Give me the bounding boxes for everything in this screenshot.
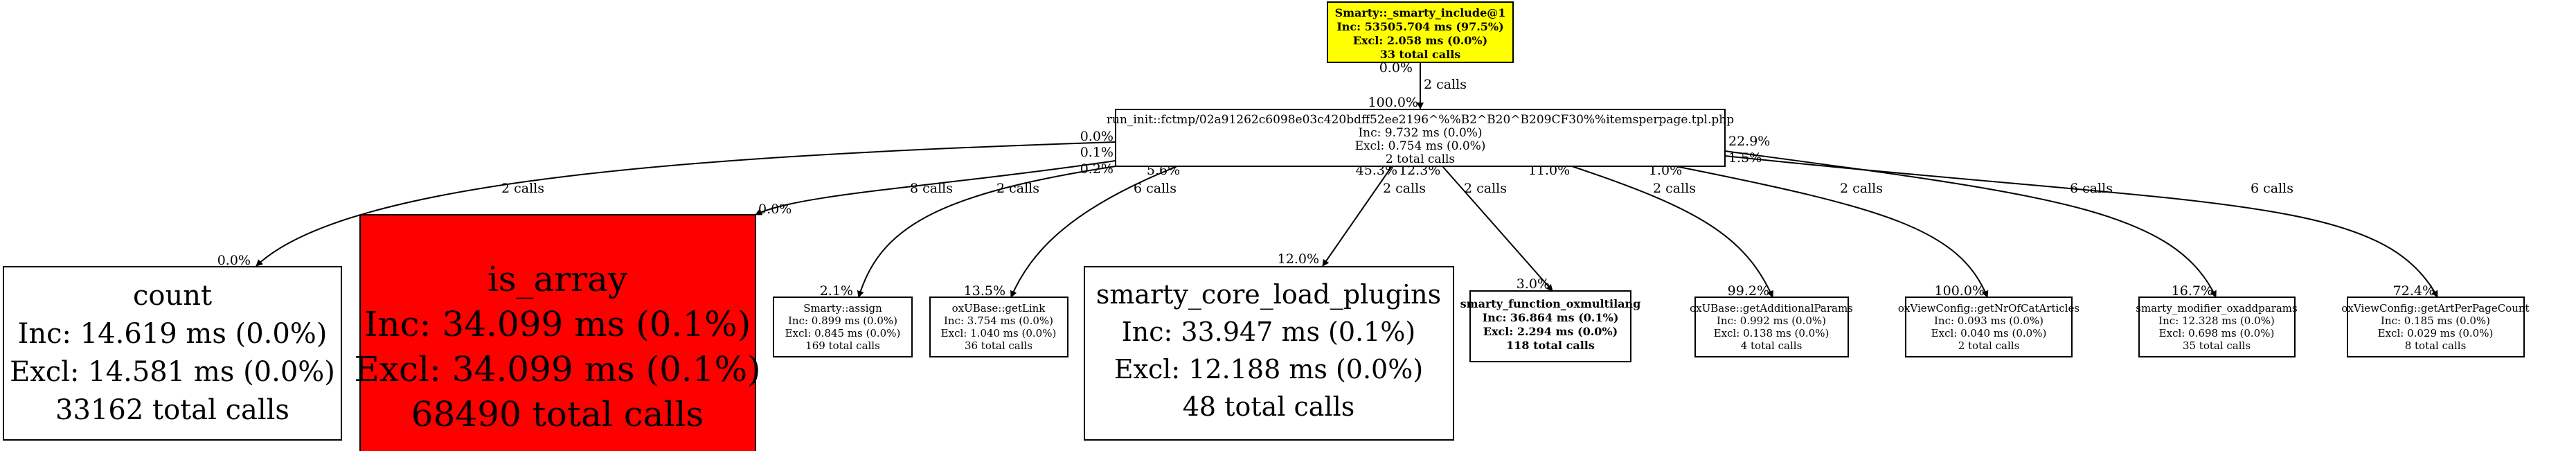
node-get-art-per-page-count[interactable]: oxViewConfig::getArtPerPageCount Inc: 0.… bbox=[2341, 297, 2530, 357]
node-inc: Inc: 34.099 ms (0.1%) bbox=[364, 304, 751, 344]
edge-calls: 2 calls bbox=[1840, 181, 1883, 196]
node-calls: 169 total calls bbox=[805, 339, 880, 352]
edge-src-pct: 1.5% bbox=[1728, 150, 1762, 166]
edge-to-get-art-per-page-count[interactable]: 1.5% 6 calls 72.4% bbox=[1724, 150, 2438, 299]
node-smarty-assign[interactable]: Smarty::assign Inc: 0.899 ms (0.0%) Excl… bbox=[773, 297, 913, 357]
node-calls: 48 total calls bbox=[1183, 391, 1354, 422]
node-excl: Excl: 0.029 ms (0.0%) bbox=[2378, 327, 2494, 339]
node-smarty-function-oxmultilang[interactable]: smarty_function_oxmultilang Inc: 36.864 … bbox=[1460, 290, 1641, 362]
edge-calls: 2 calls bbox=[1653, 181, 1696, 196]
node-name: oxViewConfig::getArtPerPageCount bbox=[2341, 302, 2529, 315]
edge-to-get-additional-params[interactable]: 11.0% 2 calls 99.2% bbox=[1528, 163, 1773, 299]
edge-to-count[interactable]: 0.0% 2 calls 0.0% bbox=[217, 129, 1116, 268]
edge-dst-pct: 99.2% bbox=[1728, 283, 1769, 299]
node-name: count bbox=[133, 280, 212, 312]
node-get-additional-params[interactable]: oxUBase::getAdditionalParams Inc: 0.992 … bbox=[1690, 297, 1853, 357]
edge-calls: 2 calls bbox=[1424, 77, 1467, 92]
edge-src-pct: 0.1% bbox=[1080, 145, 1113, 160]
edge-to-oxaddparams[interactable]: 22.9% 6 calls 16.7% bbox=[1724, 134, 2217, 299]
node-name: oxUBase::getAdditionalParams bbox=[1690, 302, 1853, 315]
node-excl: Excl: 34.099 ms (0.1%) bbox=[354, 349, 760, 389]
node-smarty-modifier-oxaddparams[interactable]: smarty_modifier_oxaddparams Inc: 12.328 … bbox=[2136, 297, 2298, 357]
edge-calls: 2 calls bbox=[1464, 181, 1507, 196]
edge-dst-pct: 3.0% bbox=[1517, 276, 1550, 292]
edge-dst-pct: 72.4% bbox=[2393, 283, 2435, 299]
node-excl: Excl: 0.754 ms (0.0%) bbox=[1355, 139, 1486, 153]
node-name: Smarty::assign bbox=[803, 302, 882, 315]
edge-to-load-plugins[interactable]: 45.3% 2 calls 12.0% bbox=[1278, 163, 1426, 267]
edge-dst-pct: 12.0% bbox=[1278, 251, 1319, 267]
node-excl: Excl: 14.581 ms (0.0%) bbox=[10, 356, 335, 388]
node-excl: Excl: 1.040 ms (0.0%) bbox=[941, 327, 1057, 339]
node-calls: 8 total calls bbox=[2405, 339, 2467, 352]
node-calls: 33162 total calls bbox=[55, 394, 289, 426]
edge-src-pct: 0.0% bbox=[1379, 60, 1413, 76]
node-excl: Excl: 0.698 ms (0.0%) bbox=[2159, 327, 2275, 339]
edge-dst-pct: 13.5% bbox=[964, 283, 1005, 299]
node-excl: Excl: 2.294 ms (0.0%) bbox=[1483, 325, 1618, 338]
node-inc: Inc: 53505.704 ms (97.5%) bbox=[1336, 20, 1503, 33]
node-calls: 2 total calls bbox=[1386, 152, 1455, 166]
node-inc: Inc: 9.732 ms (0.0%) bbox=[1358, 126, 1482, 140]
node-name: smarty_core_load_plugins bbox=[1096, 279, 1441, 310]
edge-to-get-nr-of-cat-articles[interactable]: 1.0% 2 calls 100.0% bbox=[1649, 163, 1989, 299]
edge-calls: 6 calls bbox=[2070, 181, 2113, 196]
node-calls: 118 total calls bbox=[1506, 339, 1595, 352]
node-get-nr-of-cat-articles[interactable]: oxViewConfig::getNrOfCatArticles Inc: 0.… bbox=[1898, 297, 2079, 357]
node-calls: 4 total calls bbox=[1741, 339, 1803, 352]
node-count[interactable]: count Inc: 14.619 ms (0.0%) Excl: 14.581… bbox=[3, 266, 342, 441]
edge-calls: 6 calls bbox=[2251, 181, 2293, 196]
edge-dst-pct: 2.1% bbox=[820, 283, 853, 299]
edge-src-pct: 0.2% bbox=[1080, 161, 1113, 177]
edge-dst-pct: 0.0% bbox=[758, 202, 791, 217]
node-inc: Inc: 0.992 ms (0.0%) bbox=[1717, 315, 1826, 327]
edge-dst-pct: 100.0% bbox=[1935, 283, 1985, 299]
node-inc: Inc: 0.899 ms (0.0%) bbox=[788, 315, 897, 327]
node-is-array[interactable]: is_array Inc: 34.099 ms (0.1%) Excl: 34.… bbox=[354, 214, 761, 451]
node-smarty-include[interactable]: Smarty::_smarty_include@1 Inc: 53505.704… bbox=[1327, 1, 1514, 63]
edge-dst-pct: 16.7% bbox=[2172, 283, 2213, 299]
edge-dst-pct: 0.0% bbox=[217, 253, 251, 268]
edge-calls: 2 calls bbox=[1383, 181, 1426, 196]
node-smarty-core-load-plugins[interactable]: smarty_core_load_plugins Inc: 33.947 ms … bbox=[1084, 266, 1454, 441]
edge-root-to-run-init[interactable]: 0.0% 2 calls 100.0% bbox=[1368, 60, 1467, 110]
edge-src-pct: 22.9% bbox=[1728, 134, 1770, 149]
node-calls: 36 total calls bbox=[965, 339, 1032, 352]
node-calls: 68490 total calls bbox=[411, 394, 704, 434]
node-getlink[interactable]: oxUBase::getLink Inc: 3.754 ms (0.0%) Ex… bbox=[929, 297, 1068, 357]
node-name: smarty_modifier_oxaddparams bbox=[2136, 302, 2297, 315]
node-inc: Inc: 3.754 ms (0.0%) bbox=[944, 315, 1053, 327]
edge-calls: 8 calls bbox=[910, 181, 953, 196]
node-inc: Inc: 33.947 ms (0.1%) bbox=[1122, 317, 1416, 347]
edge-to-smarty-assign[interactable]: 0.2% 2 calls 2.1% bbox=[820, 161, 1116, 299]
node-inc: Inc: 14.619 ms (0.0%) bbox=[18, 318, 328, 350]
node-inc: Inc: 12.328 ms (0.0%) bbox=[2158, 315, 2275, 327]
node-inc: Inc: 36.864 ms (0.1%) bbox=[1483, 311, 1619, 324]
edge-dst-pct: 100.0% bbox=[1368, 95, 1418, 110]
node-calls: 35 total calls bbox=[2183, 339, 2251, 352]
node-name: oxViewConfig::getNrOfCatArticles bbox=[1898, 302, 2079, 315]
node-name: oxUBase::getLink bbox=[952, 302, 1046, 315]
edge-calls: 6 calls bbox=[1134, 181, 1177, 196]
edge-calls: 2 calls bbox=[996, 181, 1039, 196]
node-run-init[interactable]: run_init::fctmp/02a91262c6098e03c420bdff… bbox=[1107, 109, 1734, 167]
node-calls: 33 total calls bbox=[1380, 48, 1461, 61]
node-name: is_array bbox=[488, 259, 628, 299]
node-name: run_init::fctmp/02a91262c6098e03c420bdff… bbox=[1107, 113, 1734, 127]
node-excl: Excl: 12.188 ms (0.0%) bbox=[1114, 354, 1423, 384]
node-calls: 2 total calls bbox=[1958, 339, 2020, 352]
node-excl: Excl: 0.845 ms (0.0%) bbox=[785, 327, 901, 339]
node-inc: Inc: 0.185 ms (0.0%) bbox=[2381, 315, 2490, 327]
node-excl: Excl: 0.138 ms (0.0%) bbox=[1714, 327, 1830, 339]
node-name: smarty_function_oxmultilang bbox=[1460, 297, 1641, 310]
edge-calls: 2 calls bbox=[501, 181, 544, 196]
node-name: Smarty::_smarty_include@1 bbox=[1335, 6, 1506, 19]
node-excl: Excl: 2.058 ms (0.0%) bbox=[1353, 34, 1487, 47]
edge-src-pct: 0.0% bbox=[1080, 129, 1113, 144]
node-excl: Excl: 0.040 ms (0.0%) bbox=[1931, 327, 2047, 339]
edge-to-is-array[interactable]: 0.1% 8 calls 0.0% bbox=[755, 145, 1116, 217]
node-inc: Inc: 0.093 ms (0.0%) bbox=[1934, 315, 2043, 327]
